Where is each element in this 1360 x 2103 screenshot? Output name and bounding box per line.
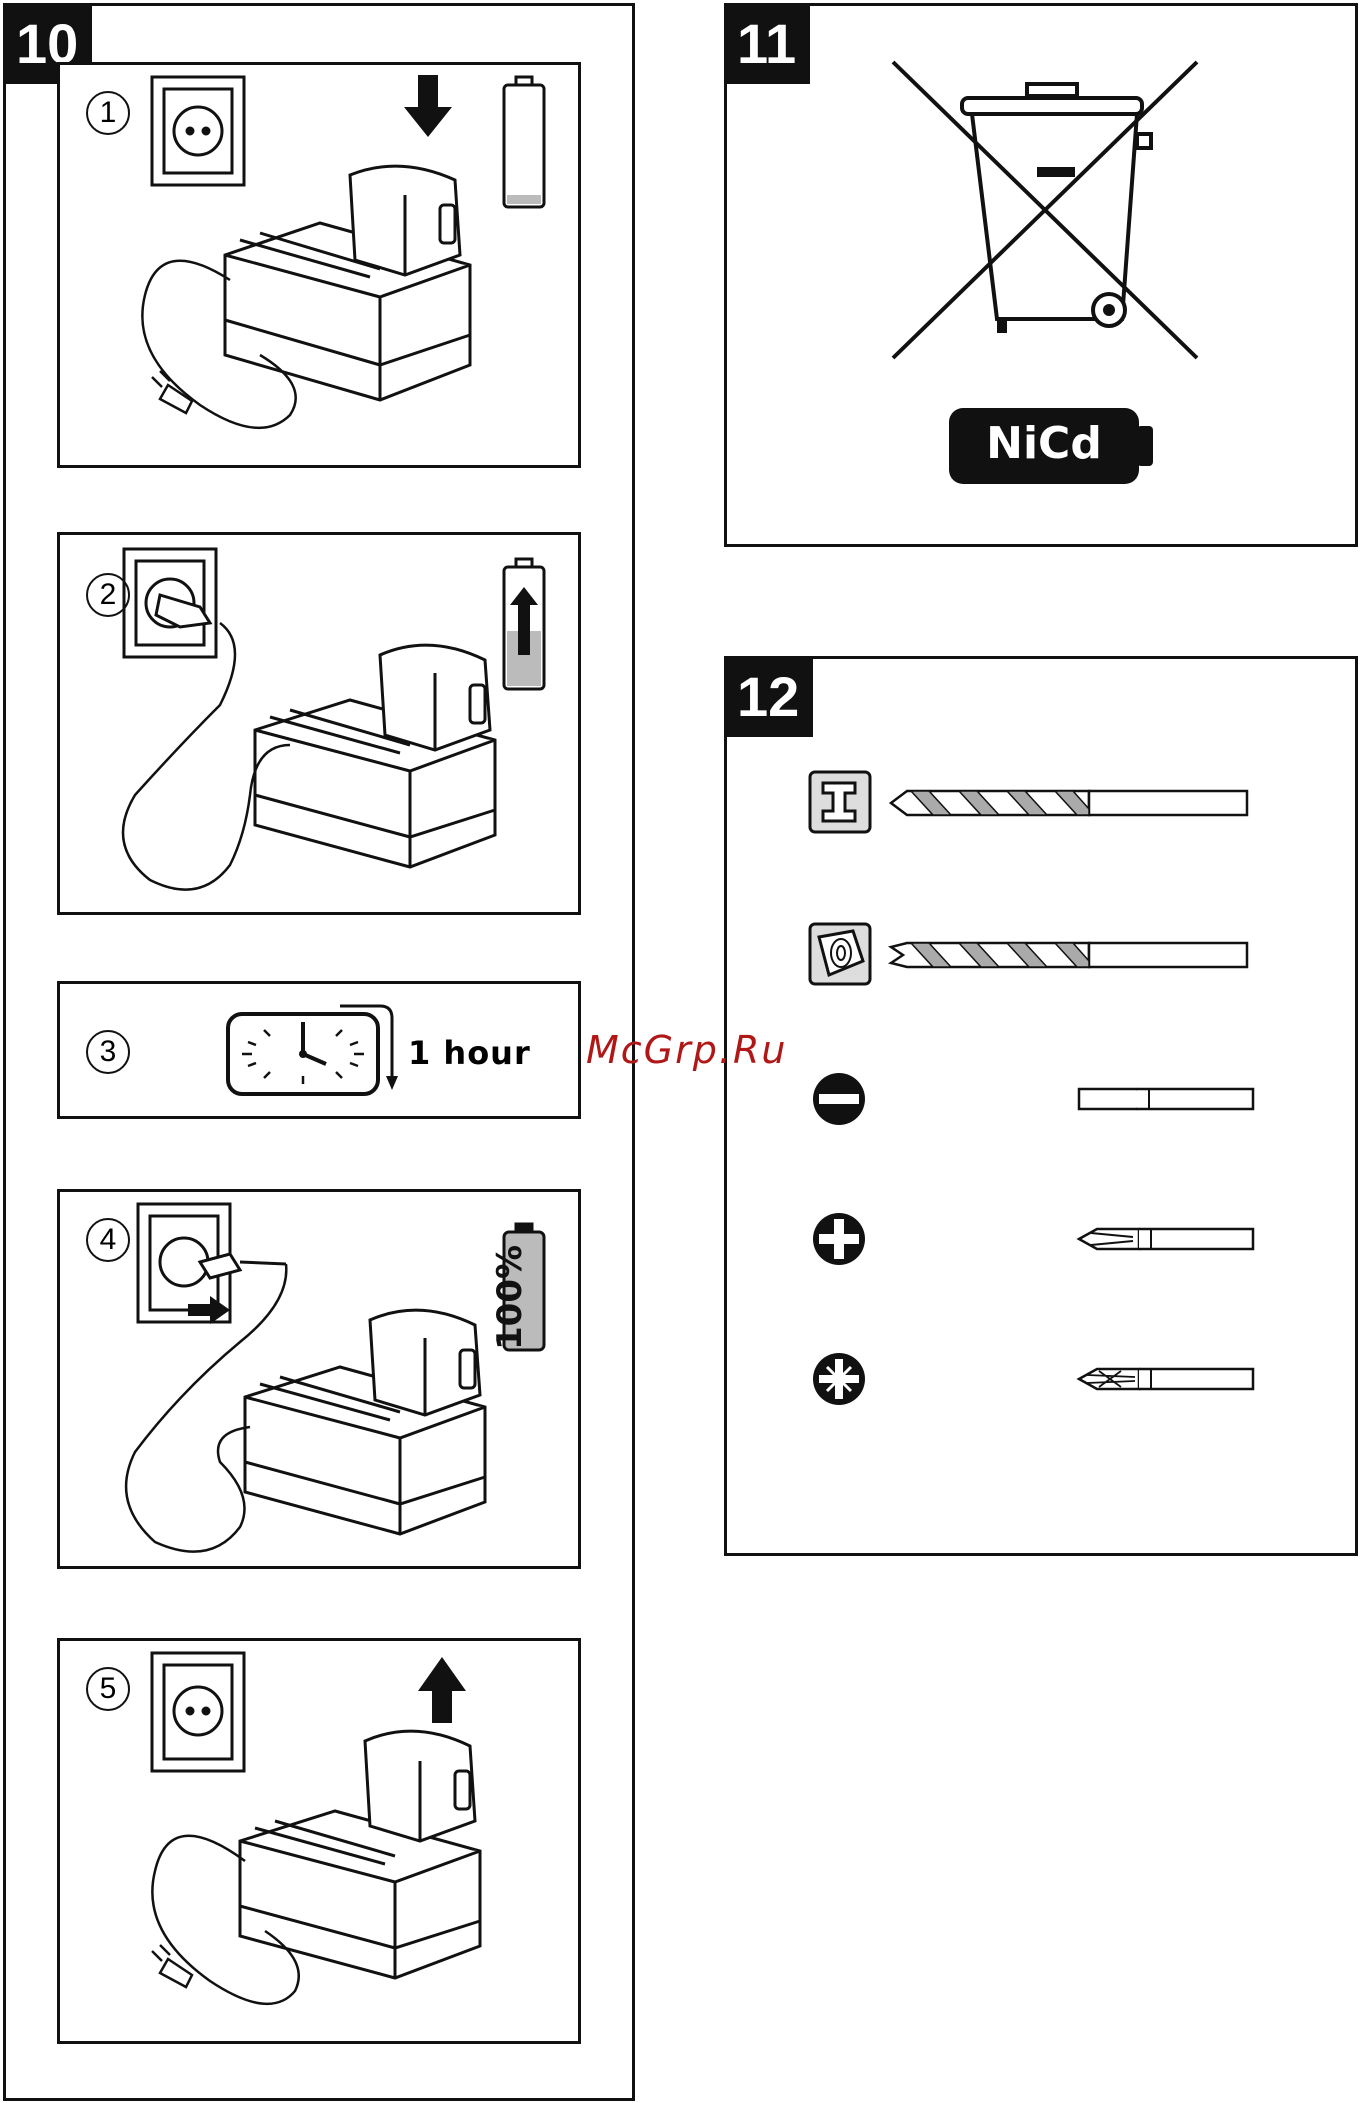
power-plug-icon (152, 371, 192, 413)
arrow-down-icon (404, 75, 452, 137)
phillips-bit-icon (1077, 1221, 1257, 1257)
metal-drill-bit-icon (889, 783, 1249, 823)
battery-charging-icon (504, 559, 544, 689)
wood-material-icon (807, 921, 873, 987)
arrow-right-icon (188, 1296, 230, 1324)
metal-material-icon (807, 769, 873, 835)
section-12-frame: 12 (724, 656, 1358, 1556)
slotted-bit-icon (1077, 1081, 1257, 1117)
clock-icon (220, 996, 400, 1106)
section-11-frame: 11 NiCd (724, 3, 1358, 547)
charger-icon (225, 166, 470, 400)
battery-empty-icon (504, 77, 544, 207)
step-4-panel: 4 (57, 1189, 581, 1569)
wall-socket-icon (152, 77, 244, 185)
wood-drill-bit-icon (889, 935, 1249, 975)
step-2-illustration (60, 535, 580, 915)
charger-icon (240, 1731, 480, 1978)
section-12-badge: 12 (727, 659, 813, 737)
watermark: McGrp.Ru (586, 1028, 787, 1072)
charge-level-label: 100% (490, 1250, 530, 1350)
pozidriv-bit-icon (1077, 1361, 1257, 1397)
section-11-badge: 11 (727, 6, 810, 84)
step-1-panel: 1 (57, 62, 581, 468)
arrow-up-icon (418, 1657, 466, 1723)
nicd-label: NiCd (949, 418, 1139, 469)
wall-socket-icon (152, 1653, 244, 1771)
step-2-panel: 2 (57, 532, 581, 915)
power-cord-icon (123, 623, 290, 890)
slotted-screw-icon (811, 1071, 867, 1127)
step-3-marker: 3 (86, 1030, 130, 1074)
step-3-panel: 3 1 hour (57, 981, 581, 1119)
phillips-screw-icon (811, 1211, 867, 1267)
step-5-illustration (60, 1641, 580, 2041)
power-plug-icon (152, 1945, 192, 1987)
charger-icon (245, 1310, 485, 1534)
crossed-wheelie-bin-icon (887, 54, 1207, 374)
charge-duration-label: 1 hour (408, 1034, 531, 1072)
step-1-illustration (60, 65, 580, 465)
wall-socket-plugged-icon (124, 549, 216, 657)
step-5-panel: 5 (57, 1638, 581, 2044)
section-10-frame: 10 1 (3, 3, 635, 2101)
charger-icon (255, 645, 495, 867)
pozidriv-screw-icon (811, 1351, 867, 1407)
